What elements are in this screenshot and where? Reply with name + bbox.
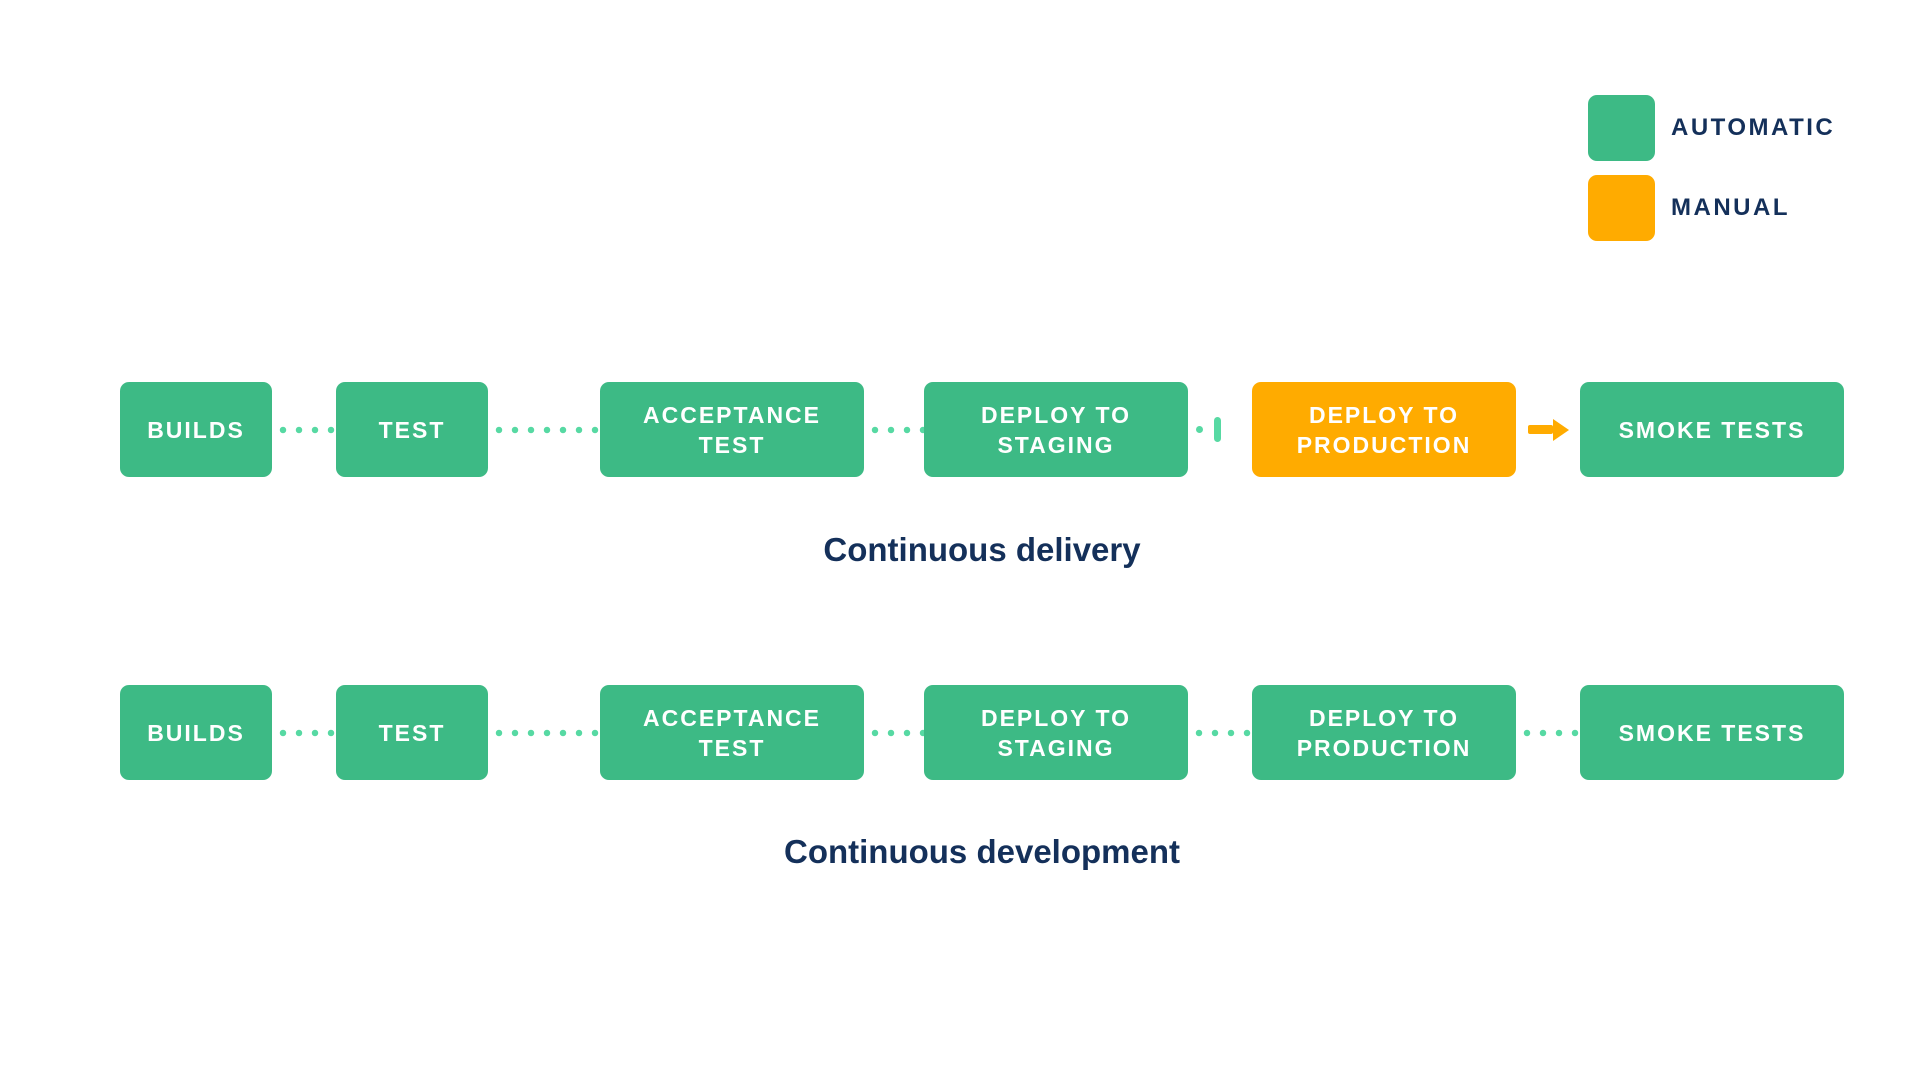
dotted-connector [1188, 685, 1252, 780]
pipeline-continuous-development: BUILDS TEST ACCEPTANCE TEST DEPLOY TO ST… [120, 685, 1844, 780]
step-test: TEST [336, 685, 488, 780]
legend-item-automatic: AUTOMATIC [1588, 95, 1835, 161]
legend-label-manual: MANUAL [1671, 194, 1790, 221]
step-smoke-tests: SMOKE TESTS [1580, 382, 1844, 477]
step-smoke-tests: SMOKE TESTS [1580, 685, 1844, 780]
step-test: TEST [336, 382, 488, 477]
legend-item-manual: MANUAL [1588, 175, 1835, 241]
dotted-connector [488, 382, 600, 477]
step-builds: BUILDS [120, 685, 272, 780]
dotted-connector [864, 685, 924, 780]
legend-label-automatic: AUTOMATIC [1671, 114, 1836, 141]
pipeline-continuous-delivery: BUILDS TEST ACCEPTANCE TEST DEPLOY TO ST… [120, 382, 1844, 477]
dotted-connector [488, 685, 600, 780]
step-deploy-staging: DEPLOY TO STAGING [924, 382, 1188, 477]
step-deploy-production: DEPLOY TO PRODUCTION [1252, 685, 1516, 780]
dotted-connector [272, 382, 336, 477]
pause-connector [1188, 382, 1252, 477]
dotted-connector [272, 685, 336, 780]
arrow-connector [1516, 382, 1580, 477]
step-deploy-production: DEPLOY TO PRODUCTION [1252, 382, 1516, 477]
step-acceptance-test: ACCEPTANCE TEST [600, 382, 864, 477]
dotted-connector [1516, 685, 1580, 780]
step-acceptance-test: ACCEPTANCE TEST [600, 685, 864, 780]
legend: AUTOMATIC MANUAL [1588, 95, 1835, 241]
caption-continuous-development: Continuous development [784, 833, 1180, 870]
dotted-connector [864, 382, 924, 477]
step-deploy-staging: DEPLOY TO STAGING [924, 685, 1188, 780]
caption-continuous-delivery: Continuous delivery [823, 531, 1141, 568]
automatic-color-swatch [1588, 95, 1655, 161]
step-builds: BUILDS [120, 382, 272, 477]
manual-color-swatch [1588, 175, 1655, 241]
